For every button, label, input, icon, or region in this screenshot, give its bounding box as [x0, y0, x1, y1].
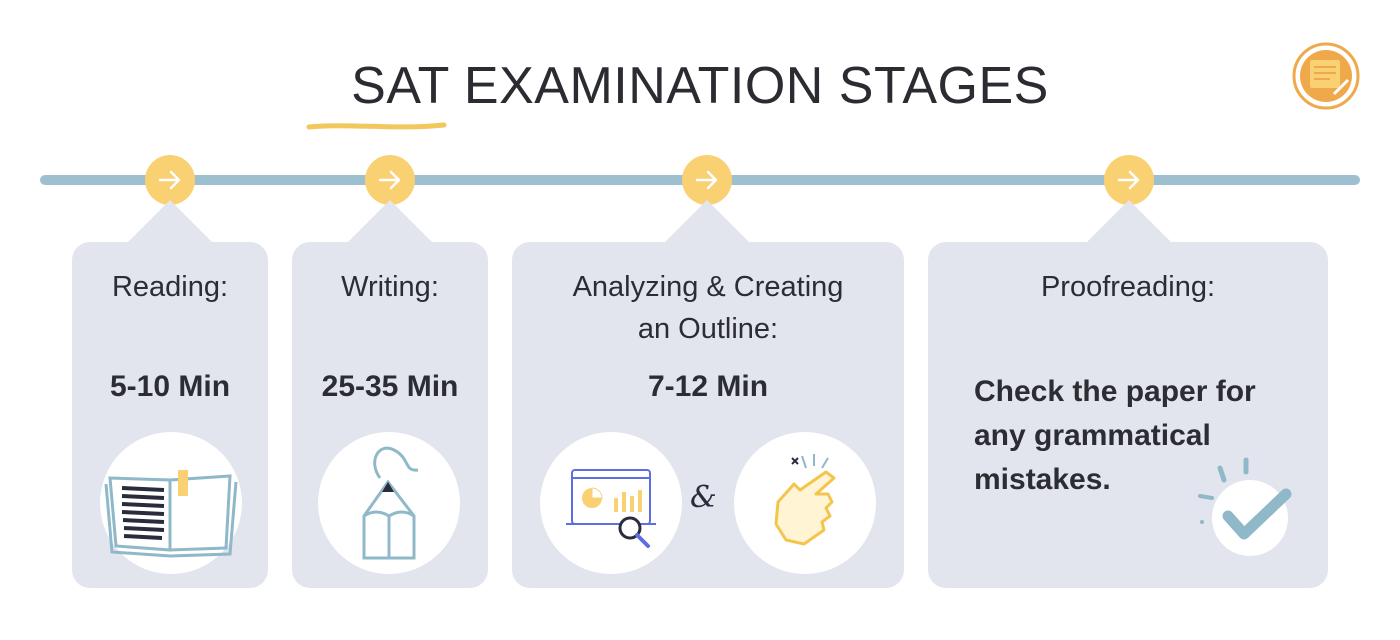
stage-description: Check the paper for any grammatical mist… — [974, 370, 1304, 502]
title-underline — [306, 122, 447, 130]
finger-snap-icon — [774, 454, 836, 546]
description-line: any grammatical — [974, 419, 1211, 452]
stage-node-writing — [365, 155, 415, 205]
description-line: Check the paper for — [974, 375, 1256, 408]
page-title: SAT EXAMINATION STAGES — [351, 57, 1049, 115]
stage-illustration — [540, 432, 682, 574]
stage-card-writing: Writing: 25-35 Min — [292, 242, 488, 588]
stage-title: Writing: — [341, 271, 439, 303]
pencil-icon — [362, 446, 419, 560]
stage-node-proofreading — [1104, 155, 1154, 205]
stage-title-line: Analyzing & Creating — [572, 271, 844, 303]
notepad-pencil-icon — [1292, 42, 1360, 110]
stage-duration: 7-12 Min — [647, 370, 769, 403]
stage-card-reading: Reading: 5-10 Min — [72, 242, 268, 588]
card-pointer — [1085, 200, 1173, 244]
arrow-right-icon — [158, 170, 181, 190]
card-pointer — [346, 200, 434, 244]
stage-duration: 25-35 Min — [321, 370, 459, 403]
stage-title: Analyzing & Creating an Outline: — [512, 266, 904, 350]
stage-illustration — [318, 432, 460, 574]
stage-card-analyzing: Analyzing & Creating an Outline: 7-12 Mi… — [512, 242, 904, 588]
stage-illustration — [734, 432, 876, 574]
connector-symbol: & — [690, 480, 717, 515]
description-line: mistakes. — [974, 463, 1111, 496]
arrow-right-icon — [695, 170, 718, 190]
arrow-right-icon — [1117, 170, 1140, 190]
card-pointer — [663, 200, 751, 244]
analytics-magnifier-icon — [566, 469, 656, 548]
stage-title: Reading: — [111, 271, 229, 303]
card-pointer — [126, 200, 214, 244]
stage-title: Proofreading: — [1040, 271, 1216, 303]
arrow-right-icon — [378, 170, 401, 190]
stage-title-line: an Outline: — [637, 313, 779, 345]
stage-duration: 5-10 Min — [109, 370, 231, 403]
checkmark-icon — [1198, 457, 1292, 556]
stage-node-reading — [145, 155, 195, 205]
open-book-icon — [104, 470, 238, 558]
stage-illustration — [100, 432, 242, 574]
stage-node-analyzing — [682, 155, 732, 205]
